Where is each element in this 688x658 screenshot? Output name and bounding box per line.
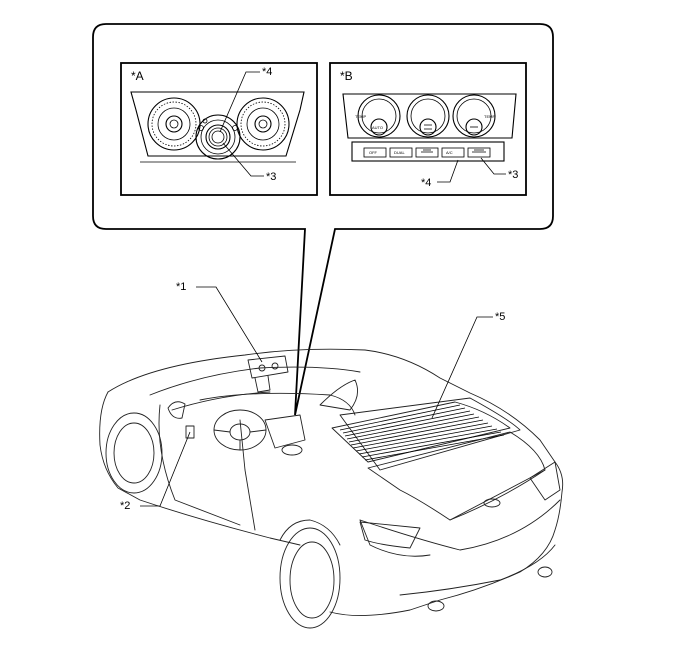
panel-b-right-dial: TEMP xyxy=(452,94,496,138)
panel-a-leader-4 xyxy=(219,71,260,133)
rear-window xyxy=(331,401,511,463)
panel-a-callout-4: *4 xyxy=(262,66,272,78)
callout-5-label: *5 xyxy=(495,311,505,323)
callout-1-label: *1 xyxy=(176,281,186,293)
panel-b-leader-3 xyxy=(480,157,506,175)
panel-a-leader-3 xyxy=(222,142,264,177)
callout-5: *5 xyxy=(431,311,505,419)
panel-b-label: *B xyxy=(340,69,353,83)
panel-b: *B AUTO TEMP TEMP xyxy=(329,62,527,196)
callout-1: *1 xyxy=(176,281,263,363)
panel-a-left-dial xyxy=(147,97,201,151)
component-1 xyxy=(247,355,289,393)
panel-b-center-dial xyxy=(406,94,450,138)
panel-a-frame xyxy=(120,62,318,196)
panel-b-btn-dual: DUAL xyxy=(394,150,405,155)
callout-2: *2 xyxy=(120,431,191,512)
panel-b-callout-3: *3 xyxy=(508,169,518,181)
panel-b-button-strip: OFF DUAL A/C xyxy=(363,147,491,158)
panel-b-temp-left: TEMP xyxy=(355,114,366,119)
callout-bubble xyxy=(92,23,554,416)
panel-b-btn-off: OFF xyxy=(369,150,378,155)
panel-a: *A xyxy=(120,62,318,196)
panel-b-auto-text: AUTO xyxy=(372,125,383,130)
panel-a-label: *A xyxy=(131,69,144,83)
panel-b-leader-4 xyxy=(437,159,459,183)
callout-2-label: *2 xyxy=(120,500,130,512)
car-body xyxy=(99,348,564,629)
front-wheel xyxy=(105,412,163,494)
component-2 xyxy=(185,425,195,439)
panel-a-center-dial xyxy=(195,114,241,160)
steering-wheel xyxy=(213,409,267,451)
panel-b-btn-ac: A/C xyxy=(446,150,453,155)
panel-b-left-dial: AUTO TEMP xyxy=(355,94,401,138)
panel-a-callout-3: *3 xyxy=(266,171,276,183)
panel-a-right-dial xyxy=(236,97,290,151)
rear-wheel xyxy=(279,519,341,629)
panel-b-frame xyxy=(329,62,527,196)
panel-b-callout-4: *4 xyxy=(421,177,431,189)
panel-b-temp-right: TEMP xyxy=(484,114,495,119)
